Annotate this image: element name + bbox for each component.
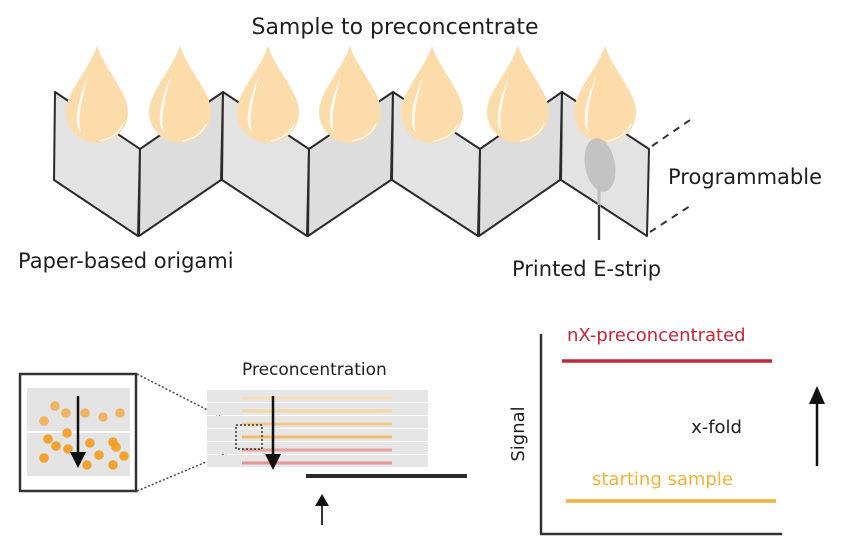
sample-drops <box>66 46 636 144</box>
particle <box>119 451 129 461</box>
particle <box>50 401 60 411</box>
stack-layer <box>207 455 428 467</box>
estrip-electrode <box>584 138 616 192</box>
particle <box>98 412 108 422</box>
label-estrip: Printed E-strip <box>512 257 661 281</box>
label-origami: Paper-based origami <box>18 249 234 273</box>
drop-highlight <box>159 76 171 132</box>
label-preconcentration: Preconcentration <box>242 360 387 380</box>
sample-drop <box>574 46 636 143</box>
sample-drop <box>149 46 211 143</box>
drop-body <box>400 46 463 144</box>
series-label-preconcentrated: nX-preconcentrated <box>567 325 746 346</box>
title-sample: Sample to preconcentrate <box>251 15 538 40</box>
drop-highlight <box>497 76 509 132</box>
paper-stack <box>207 390 428 467</box>
series-label-starting: starting sample <box>592 469 733 490</box>
y-axis-label: Signal <box>508 406 529 461</box>
sample-drop <box>319 46 381 143</box>
drop-rim-highlight <box>181 123 207 142</box>
particle <box>94 450 104 460</box>
drop-highlight <box>584 76 596 132</box>
drop-highlight <box>329 76 341 132</box>
sample-drop <box>400 46 463 144</box>
drop-highlight <box>76 76 88 132</box>
stack-layer <box>207 390 428 402</box>
dash-bottom <box>649 205 691 233</box>
drop-highlight <box>411 76 423 132</box>
drop-rim-highlight <box>269 123 295 142</box>
annotation-xfold: x-fold <box>691 417 742 438</box>
particle <box>43 434 53 444</box>
particle <box>111 442 121 452</box>
analyte-particles <box>39 401 129 470</box>
particle <box>51 441 61 451</box>
stack-layer <box>207 442 428 454</box>
particle <box>39 453 49 463</box>
label-programmable: Programmable <box>668 165 822 189</box>
stack-layer <box>207 429 428 441</box>
drop-body <box>319 46 381 143</box>
particle <box>39 416 49 426</box>
particle <box>82 460 92 470</box>
particle <box>115 408 125 418</box>
electrode-arrow-head <box>315 494 329 506</box>
focus-box <box>235 424 263 450</box>
particle <box>85 438 95 448</box>
particle <box>108 460 118 470</box>
drop-rim-highlight <box>606 123 632 142</box>
xfold-arrow-head <box>809 386 825 404</box>
drop-body <box>66 46 128 143</box>
sample-drop <box>487 46 549 143</box>
particle <box>80 408 90 418</box>
drop-body <box>149 46 211 143</box>
drop-rim-highlight <box>351 123 377 142</box>
dash-top <box>651 119 691 147</box>
stack-layer <box>207 403 428 415</box>
drop-body <box>487 46 549 143</box>
stack-layer <box>207 416 428 428</box>
drop-rim-highlight <box>98 123 124 142</box>
inset-arrow-head <box>70 452 86 468</box>
stack-arrow-head <box>265 454 281 470</box>
sample-drop <box>237 46 299 144</box>
particle <box>62 428 72 438</box>
drop-rim-highlight <box>433 123 459 142</box>
drop-body <box>574 46 636 143</box>
particle <box>61 408 71 418</box>
drop-body <box>237 46 299 144</box>
signal-plot: Signal nX-preconcentrated starting sampl… <box>508 325 825 536</box>
sample-drop <box>66 46 128 143</box>
particle <box>63 444 73 454</box>
drop-highlight <box>247 76 259 132</box>
drop-rim-highlight <box>519 123 545 142</box>
